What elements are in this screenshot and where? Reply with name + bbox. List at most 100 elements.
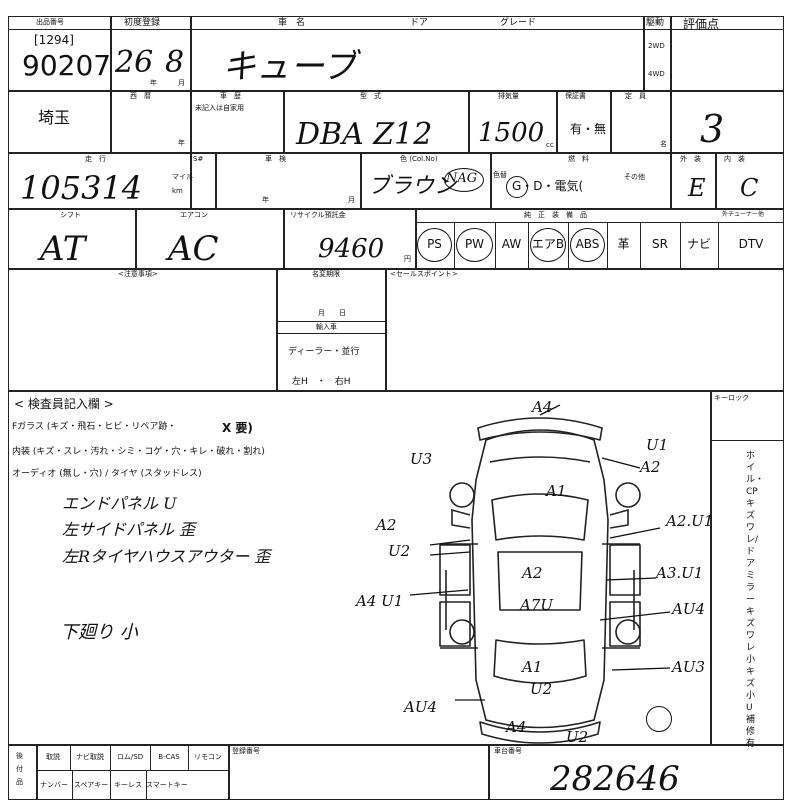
footer-cell-divider xyxy=(146,770,147,800)
interior-value: C xyxy=(740,174,759,202)
damage-mark: A2 xyxy=(376,516,397,534)
remark-1: エンドパネル U xyxy=(62,494,177,513)
damage-mark: A4 U1 xyxy=(356,592,404,610)
keylock-line xyxy=(710,440,784,441)
equipment-circle-mark xyxy=(570,228,605,262)
ticket-number: [1294] xyxy=(34,33,74,47)
annotation-line xyxy=(609,527,661,539)
warranty-options: 有・無 xyxy=(570,122,607,136)
glass-required: X 要) xyxy=(222,421,253,435)
exterior-label: 外 装 xyxy=(680,155,701,163)
annotation-line xyxy=(601,457,641,469)
door-label: ドア xyxy=(410,18,429,28)
annotation-line xyxy=(429,551,471,556)
col-divider xyxy=(190,152,192,208)
col-divider xyxy=(276,268,278,390)
rear-left-wheel xyxy=(449,619,475,645)
equipment-cell-divider xyxy=(495,222,496,268)
model-label: 型 式 xyxy=(360,92,381,100)
left-mirror xyxy=(451,508,471,529)
caution-label: <注意事項> xyxy=(118,270,158,278)
right-mirror xyxy=(609,508,629,529)
remark-3: 左Rタイヤハウスアウター 歪 xyxy=(62,547,271,566)
aftermarket-item: ロム/SD xyxy=(116,753,144,761)
damage-mark: U3 xyxy=(410,450,433,468)
chassis-number: 282646 xyxy=(550,759,680,799)
selection-circle-mark xyxy=(444,168,484,192)
hood-line xyxy=(489,456,591,463)
col-divider xyxy=(670,90,672,152)
equipment-cell-divider xyxy=(718,222,719,268)
aftermarket-item: スマートキー xyxy=(146,781,188,789)
history-note: 未記入は自家用 xyxy=(195,104,244,112)
damage-mark: A4 xyxy=(532,398,553,416)
damage-mark: U2 xyxy=(388,542,411,560)
ac-value: AC xyxy=(168,229,219,269)
year-mark: 年 xyxy=(262,196,269,204)
col-divider xyxy=(643,16,645,90)
rear-right-wheel xyxy=(615,619,641,645)
ac-label: エアコン xyxy=(180,211,208,219)
damage-mark: U2 xyxy=(530,680,553,698)
col-divider xyxy=(385,268,387,390)
left-front-door xyxy=(439,544,471,596)
damage-mark: A2 xyxy=(640,458,661,476)
aftermarket-item: キーレス xyxy=(114,781,142,789)
roof xyxy=(497,551,583,611)
col-divider xyxy=(110,90,112,152)
row-divider xyxy=(8,152,784,154)
displacement-label: 排気量 xyxy=(498,92,519,100)
rear-window xyxy=(493,639,587,684)
import-label: 輸入車 xyxy=(316,323,337,331)
damage-mark: A2 xyxy=(522,564,543,582)
round-mark xyxy=(646,706,672,732)
equipment-item: SR xyxy=(652,237,668,251)
equipment-circle-mark xyxy=(530,228,566,262)
footer-cell-divider xyxy=(150,744,151,770)
right-rear-door xyxy=(609,601,641,647)
chassis-label: 車台番号 xyxy=(494,747,522,755)
aftermarket-item: ナビ取説 xyxy=(76,753,104,761)
recycle-label: リサイクル預託金 xyxy=(290,211,346,219)
warranty-label: 保証書 xyxy=(565,92,586,100)
aftermarket-label: 後付品 xyxy=(16,752,23,786)
equipment-item: 革 xyxy=(617,237,630,251)
km-unit: km xyxy=(172,187,183,195)
footer-cell-divider xyxy=(188,744,189,770)
sales-point-label: <セールスポイント> xyxy=(390,270,458,278)
left-rear-door xyxy=(439,601,471,647)
footer-row-line xyxy=(36,770,228,771)
selection-circle-mark xyxy=(506,176,528,198)
footer-cell-divider xyxy=(110,770,111,800)
fuel-other: その他 xyxy=(624,173,645,181)
damage-mark: AU4 xyxy=(404,698,438,716)
recycle-value: 9460 xyxy=(318,234,385,264)
label-underline xyxy=(8,29,784,30)
annotation-line xyxy=(611,667,671,671)
history-label: 車 歴 xyxy=(220,92,241,100)
mileage-label: 走 行 xyxy=(85,155,106,163)
s-label: S# xyxy=(193,155,204,163)
score-value: 3 xyxy=(700,107,725,151)
equipment-cell-divider xyxy=(454,222,455,268)
footer-cell-divider xyxy=(110,744,111,770)
col-divider xyxy=(670,152,672,208)
shift-label: シフト xyxy=(60,211,81,219)
front-bumper xyxy=(477,417,603,441)
damage-mark: AU3 xyxy=(672,658,706,676)
front-right-wheel xyxy=(615,482,641,508)
equipment-label: 純 正 装 備 品 xyxy=(524,211,587,219)
col-divider xyxy=(36,744,38,800)
front-left-wheel xyxy=(449,482,475,508)
lot-number: 90207 xyxy=(22,49,112,82)
year-mark: 年 xyxy=(178,139,185,147)
equipment-item: DTV xyxy=(738,237,764,251)
mileage-value: 105314 xyxy=(20,169,143,207)
footer-cell-divider xyxy=(70,744,71,770)
capacity-label: 定 員 xyxy=(625,92,646,100)
first-reg-label: 初度登録 xyxy=(124,18,161,28)
damage-mark: A7U xyxy=(520,596,554,614)
expiry-line xyxy=(276,321,385,322)
